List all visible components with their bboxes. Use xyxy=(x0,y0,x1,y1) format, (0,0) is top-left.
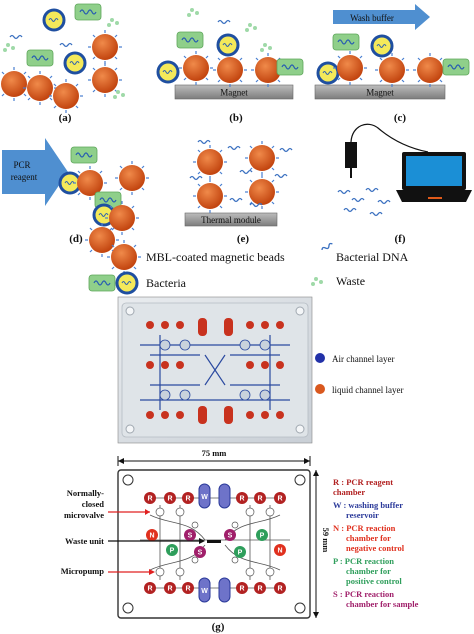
svg-text:R: R xyxy=(147,496,152,503)
panel-b-magnet-capture xyxy=(156,8,304,100)
svg-text:R: R xyxy=(167,496,172,503)
panel-c-label: (c) xyxy=(394,112,407,124)
legend-beads: MBL-coated magnetic beads xyxy=(146,250,285,264)
panel-a-label: (a) xyxy=(59,112,72,124)
svg-text:R: R xyxy=(277,586,282,593)
svg-text:S: S xyxy=(188,533,193,540)
panel-g-label: (g) xyxy=(212,621,225,633)
legend-captured-icon xyxy=(115,271,139,295)
svg-text:R: R xyxy=(257,496,262,503)
wash-buffer-label: Wash buffer xyxy=(350,13,394,23)
svg-text:R: R xyxy=(239,586,244,593)
legend-s1: S : PCR reaction xyxy=(333,589,394,599)
svg-text:W: W xyxy=(201,588,208,595)
svg-text:R: R xyxy=(147,586,152,593)
waste-unit-label: Waste unit xyxy=(65,536,104,546)
micropump-label: Micropump xyxy=(61,566,105,576)
panel-b-label: (b) xyxy=(229,112,243,124)
legend-n1: N : PCR reaction xyxy=(333,523,396,533)
svg-text:R: R xyxy=(277,496,282,503)
thermal-module-bar xyxy=(184,212,278,227)
svg-text:P: P xyxy=(260,533,265,540)
chip-photo xyxy=(117,296,313,444)
chip-callouts: Normally- closed microvalve Waste unit M… xyxy=(61,488,105,576)
legend-w2: reservoir xyxy=(346,510,379,520)
legend-dna-icon xyxy=(320,242,334,252)
panel-e-label: (e) xyxy=(237,233,250,245)
legend-n2: chamber for xyxy=(346,533,391,543)
panel-a-mixing xyxy=(0,3,125,114)
pcr-reagent-arrow xyxy=(2,138,68,206)
waste-unit-marker xyxy=(207,540,221,543)
legend-s2: chamber for sample xyxy=(346,599,419,609)
svg-text:S: S xyxy=(198,550,203,557)
svg-text:P: P xyxy=(170,548,175,555)
liquid-channel-dot xyxy=(315,384,325,394)
probe-icon xyxy=(345,142,357,168)
svg-text:R: R xyxy=(239,496,244,503)
legend-p2: chamber for xyxy=(346,566,391,576)
magnet-bar xyxy=(174,84,294,100)
pcr-label-line1: PCR xyxy=(13,160,30,170)
magnet-label-b: Magnet xyxy=(220,88,248,98)
chamber-row-top: R R R W R R R xyxy=(144,483,286,509)
chamber-row-middle: N P S S S P P N xyxy=(146,529,286,558)
panel-c-washing xyxy=(314,4,470,100)
valve-label-3: microvalve xyxy=(64,510,104,520)
legend-n3: negative control xyxy=(346,543,405,553)
liquid-channel-label: liquid channel layer xyxy=(332,385,403,395)
legend-dna: Bacterial DNA xyxy=(336,250,409,264)
panel-d-label: (d) xyxy=(69,233,83,245)
svg-text:R: R xyxy=(185,496,190,503)
air-channel-dot xyxy=(315,353,325,363)
legend-bacteria-icon xyxy=(88,274,116,292)
legend-bead-icon xyxy=(106,239,142,275)
magnet-label-c: Magnet xyxy=(366,88,394,98)
legend-r2: chamber xyxy=(333,487,365,497)
legend-waste: Waste xyxy=(336,274,365,288)
chamber-row-bottom: R R R W R R R xyxy=(144,577,286,603)
panel-f-label: (f) xyxy=(395,233,406,245)
legend-w1: W : washing buffer xyxy=(333,500,403,510)
legend-p1: P : PCR reaction xyxy=(333,556,394,566)
panel-f-detection xyxy=(337,123,472,217)
valve-label-1: Normally- xyxy=(67,488,104,498)
probe-cable xyxy=(350,123,429,153)
svg-text:P: P xyxy=(238,550,243,557)
panel-d-pcr-reagent xyxy=(2,138,150,258)
valve-label-2: closed xyxy=(82,499,104,509)
svg-text:R: R xyxy=(185,586,190,593)
svg-text:R: R xyxy=(257,586,262,593)
chamber-legend: R : PCR reagent chamber W : washing buff… xyxy=(333,477,419,609)
legend-p3: positive control xyxy=(346,576,402,586)
svg-text:N: N xyxy=(277,548,282,555)
wash-buffer-arrow xyxy=(333,4,430,30)
chip-schematic: 75 mm 59 mm R R R W xyxy=(108,448,331,619)
legend: MBL-coated magnetic beads Bacterial DNA … xyxy=(88,239,409,295)
height-label: 59 mm xyxy=(321,528,331,553)
svg-text:R: R xyxy=(167,586,172,593)
svg-text:N: N xyxy=(149,533,154,540)
thermal-module-label: Thermal module xyxy=(201,215,261,225)
pcr-label-line2: reagent xyxy=(11,172,38,182)
laptop-icon xyxy=(396,152,472,202)
photo-legend: Air channel layer liquid channel layer xyxy=(315,353,403,395)
width-label: 75 mm xyxy=(202,448,227,458)
svg-text:S: S xyxy=(228,533,233,540)
panel-e-thermal-lysis xyxy=(184,139,293,227)
magnet-bar-c xyxy=(314,84,446,100)
legend-waste-icon xyxy=(311,277,323,286)
air-channel-label: Air channel layer xyxy=(332,354,394,364)
legend-r1: R : PCR reagent xyxy=(333,477,393,487)
legend-bacteria: Bacteria xyxy=(146,276,187,290)
svg-text:W: W xyxy=(201,494,208,501)
